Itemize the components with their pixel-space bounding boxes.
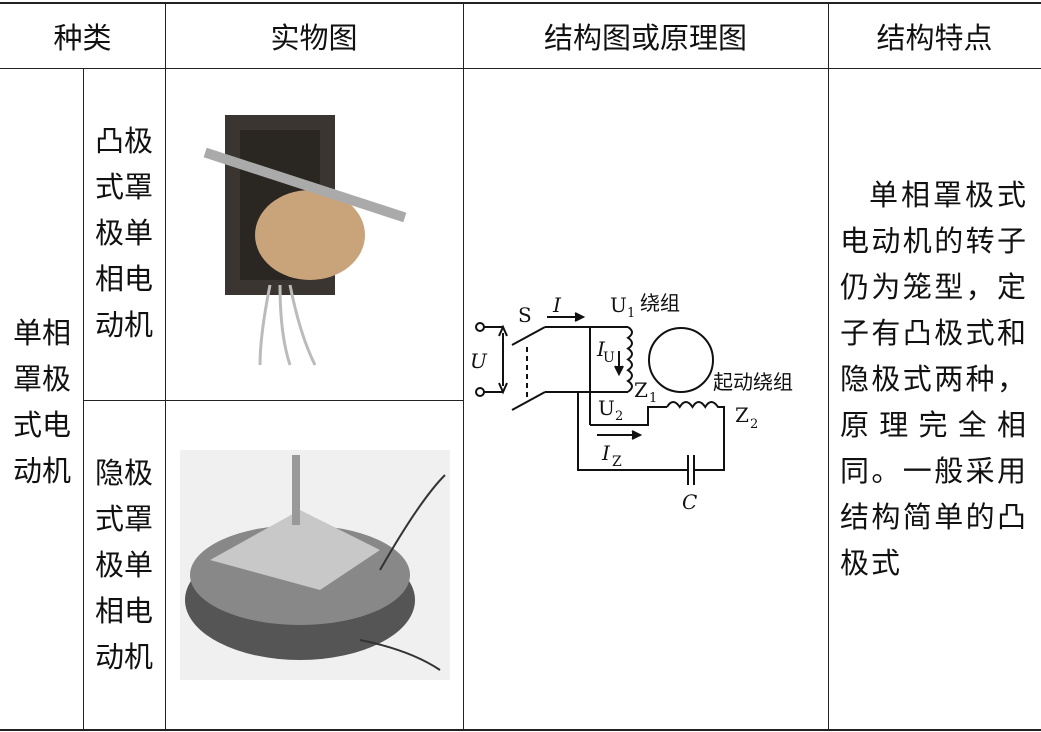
label-u2-sub: 2 <box>615 409 623 424</box>
label-u: U <box>470 349 488 373</box>
label-u1-sub: 1 <box>627 306 635 321</box>
label-iu: I <box>596 337 606 361</box>
label-u2: U <box>598 396 615 420</box>
label-c: C <box>682 490 697 510</box>
salient-motor-photo <box>203 115 407 366</box>
circuit-diagram: S I U 1 绕组 U I U U 2 Z 1 起动绕组 Z 2 I Z C <box>470 291 793 510</box>
label-u1-winding: 绕组 <box>640 291 680 315</box>
label-z2-sub: 2 <box>750 417 758 432</box>
label-z1-sub: 1 <box>649 391 657 406</box>
label-start-winding: 起动绕组 <box>713 370 793 394</box>
label-s: S <box>518 303 532 327</box>
header-kind: 种类 <box>53 21 112 55</box>
nonsalient-motor-photo <box>180 450 450 680</box>
category-label: 单相罩极式电动机 <box>12 316 71 488</box>
header-photo: 实物图 <box>270 21 358 55</box>
header-features: 结构特点 <box>876 21 993 55</box>
label-z1: Z <box>634 378 648 402</box>
rotor <box>648 327 714 393</box>
label-iz-sub: Z <box>612 454 622 470</box>
label-u1: U <box>610 293 627 317</box>
subtype-nonsalient: 隐极式罩极单相电动机 <box>94 456 153 674</box>
features-text: 单相罩极式电动机的转子仍为笼型，定子有凸极式和隐极式两种，原理完全相同。一般采用… <box>840 178 1028 580</box>
terminal-bottom <box>475 387 485 397</box>
terminal-top <box>475 322 485 332</box>
header-diagram: 结构图或原理图 <box>543 21 747 55</box>
label-iz: I <box>601 441 611 465</box>
label-i: I <box>552 293 562 317</box>
subtype-salient: 凸极式罩极单相电动机 <box>94 124 153 342</box>
label-iu-sub: U <box>603 350 615 366</box>
label-z2: Z <box>735 403 749 427</box>
